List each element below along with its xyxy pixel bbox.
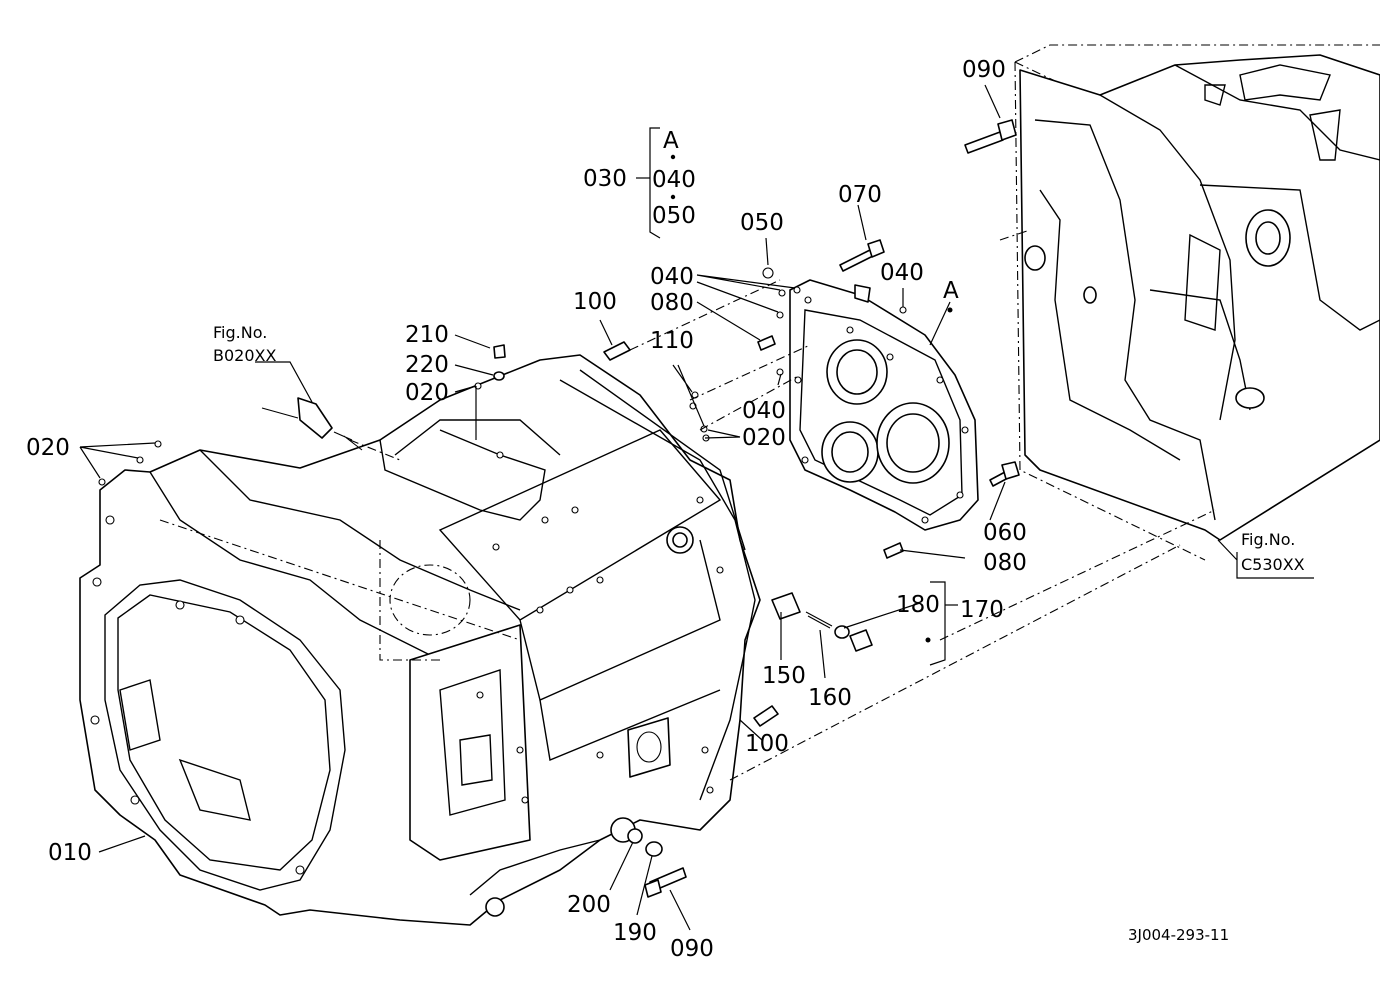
callout-060: 060 bbox=[983, 520, 1027, 546]
callout-100-top: 100 bbox=[573, 289, 617, 315]
callout-080-a: 080 bbox=[650, 290, 694, 316]
callout-070: 070 bbox=[838, 182, 882, 208]
callout-180: 180 bbox=[896, 592, 940, 618]
figure-references: Fig.No. B020XX Fig.No. C530XX bbox=[213, 323, 1305, 574]
callout-190: 190 bbox=[613, 920, 657, 946]
callout-030: 030 bbox=[583, 166, 627, 192]
drawing-code: 3J004-293-11 bbox=[1128, 926, 1229, 944]
transmission-case bbox=[79, 354, 761, 926]
small-parts bbox=[98, 119, 1020, 898]
callout-050-group: 050 bbox=[652, 203, 696, 229]
callout-210: 210 bbox=[405, 322, 449, 348]
fig-ref-left-label: Fig.No. bbox=[213, 323, 267, 342]
sensor-unit bbox=[297, 397, 333, 439]
callout-160: 160 bbox=[808, 685, 852, 711]
callout-labels: 030 A 040 050 090 070 050 040 A 040 080 … bbox=[26, 57, 1027, 962]
callout-090-bottom: 090 bbox=[670, 936, 714, 962]
callout-050: 050 bbox=[740, 210, 784, 236]
callout-080-b: 080 bbox=[983, 550, 1027, 576]
callout-200: 200 bbox=[567, 892, 611, 918]
dot-marker bbox=[670, 194, 676, 200]
fig-ref-right-label: Fig.No. bbox=[1241, 530, 1295, 549]
callout-010: 010 bbox=[48, 840, 92, 866]
callout-020-right: 020 bbox=[742, 425, 786, 451]
callout-a-top: A bbox=[663, 128, 679, 154]
cover-holes bbox=[794, 296, 969, 524]
balls bbox=[98, 267, 907, 551]
housing-bolt-holes bbox=[90, 451, 724, 875]
callout-100-bottom: 100 bbox=[745, 731, 789, 757]
callout-150: 150 bbox=[762, 663, 806, 689]
callout-040-a: 040 bbox=[880, 260, 924, 286]
dot-marker bbox=[670, 154, 676, 160]
fig-ref-right-code: C530XX bbox=[1241, 555, 1305, 574]
callout-020-top: 020 bbox=[405, 380, 449, 406]
callout-110: 110 bbox=[650, 328, 694, 354]
pin-100-bottom bbox=[753, 705, 779, 727]
callout-220: 220 bbox=[405, 352, 449, 378]
dot-marker bbox=[925, 637, 931, 643]
cover-plate bbox=[789, 279, 979, 531]
dot-marker bbox=[947, 307, 953, 313]
assembly-lines bbox=[349, 229, 1216, 781]
callout-040-group: 040 bbox=[652, 167, 696, 193]
callout-040-b: 040 bbox=[650, 264, 694, 290]
callout-170: 170 bbox=[960, 597, 1004, 623]
callout-a-cover: A bbox=[943, 278, 959, 304]
rear-housing bbox=[1014, 44, 1380, 561]
pin-100-top bbox=[603, 341, 631, 361]
fig-ref-left-code: B020XX bbox=[213, 346, 276, 365]
callout-040-c: 040 bbox=[742, 398, 786, 424]
callout-090-top: 090 bbox=[962, 57, 1006, 83]
callout-020-left: 020 bbox=[26, 435, 70, 461]
leader-lines bbox=[79, 84, 1314, 931]
